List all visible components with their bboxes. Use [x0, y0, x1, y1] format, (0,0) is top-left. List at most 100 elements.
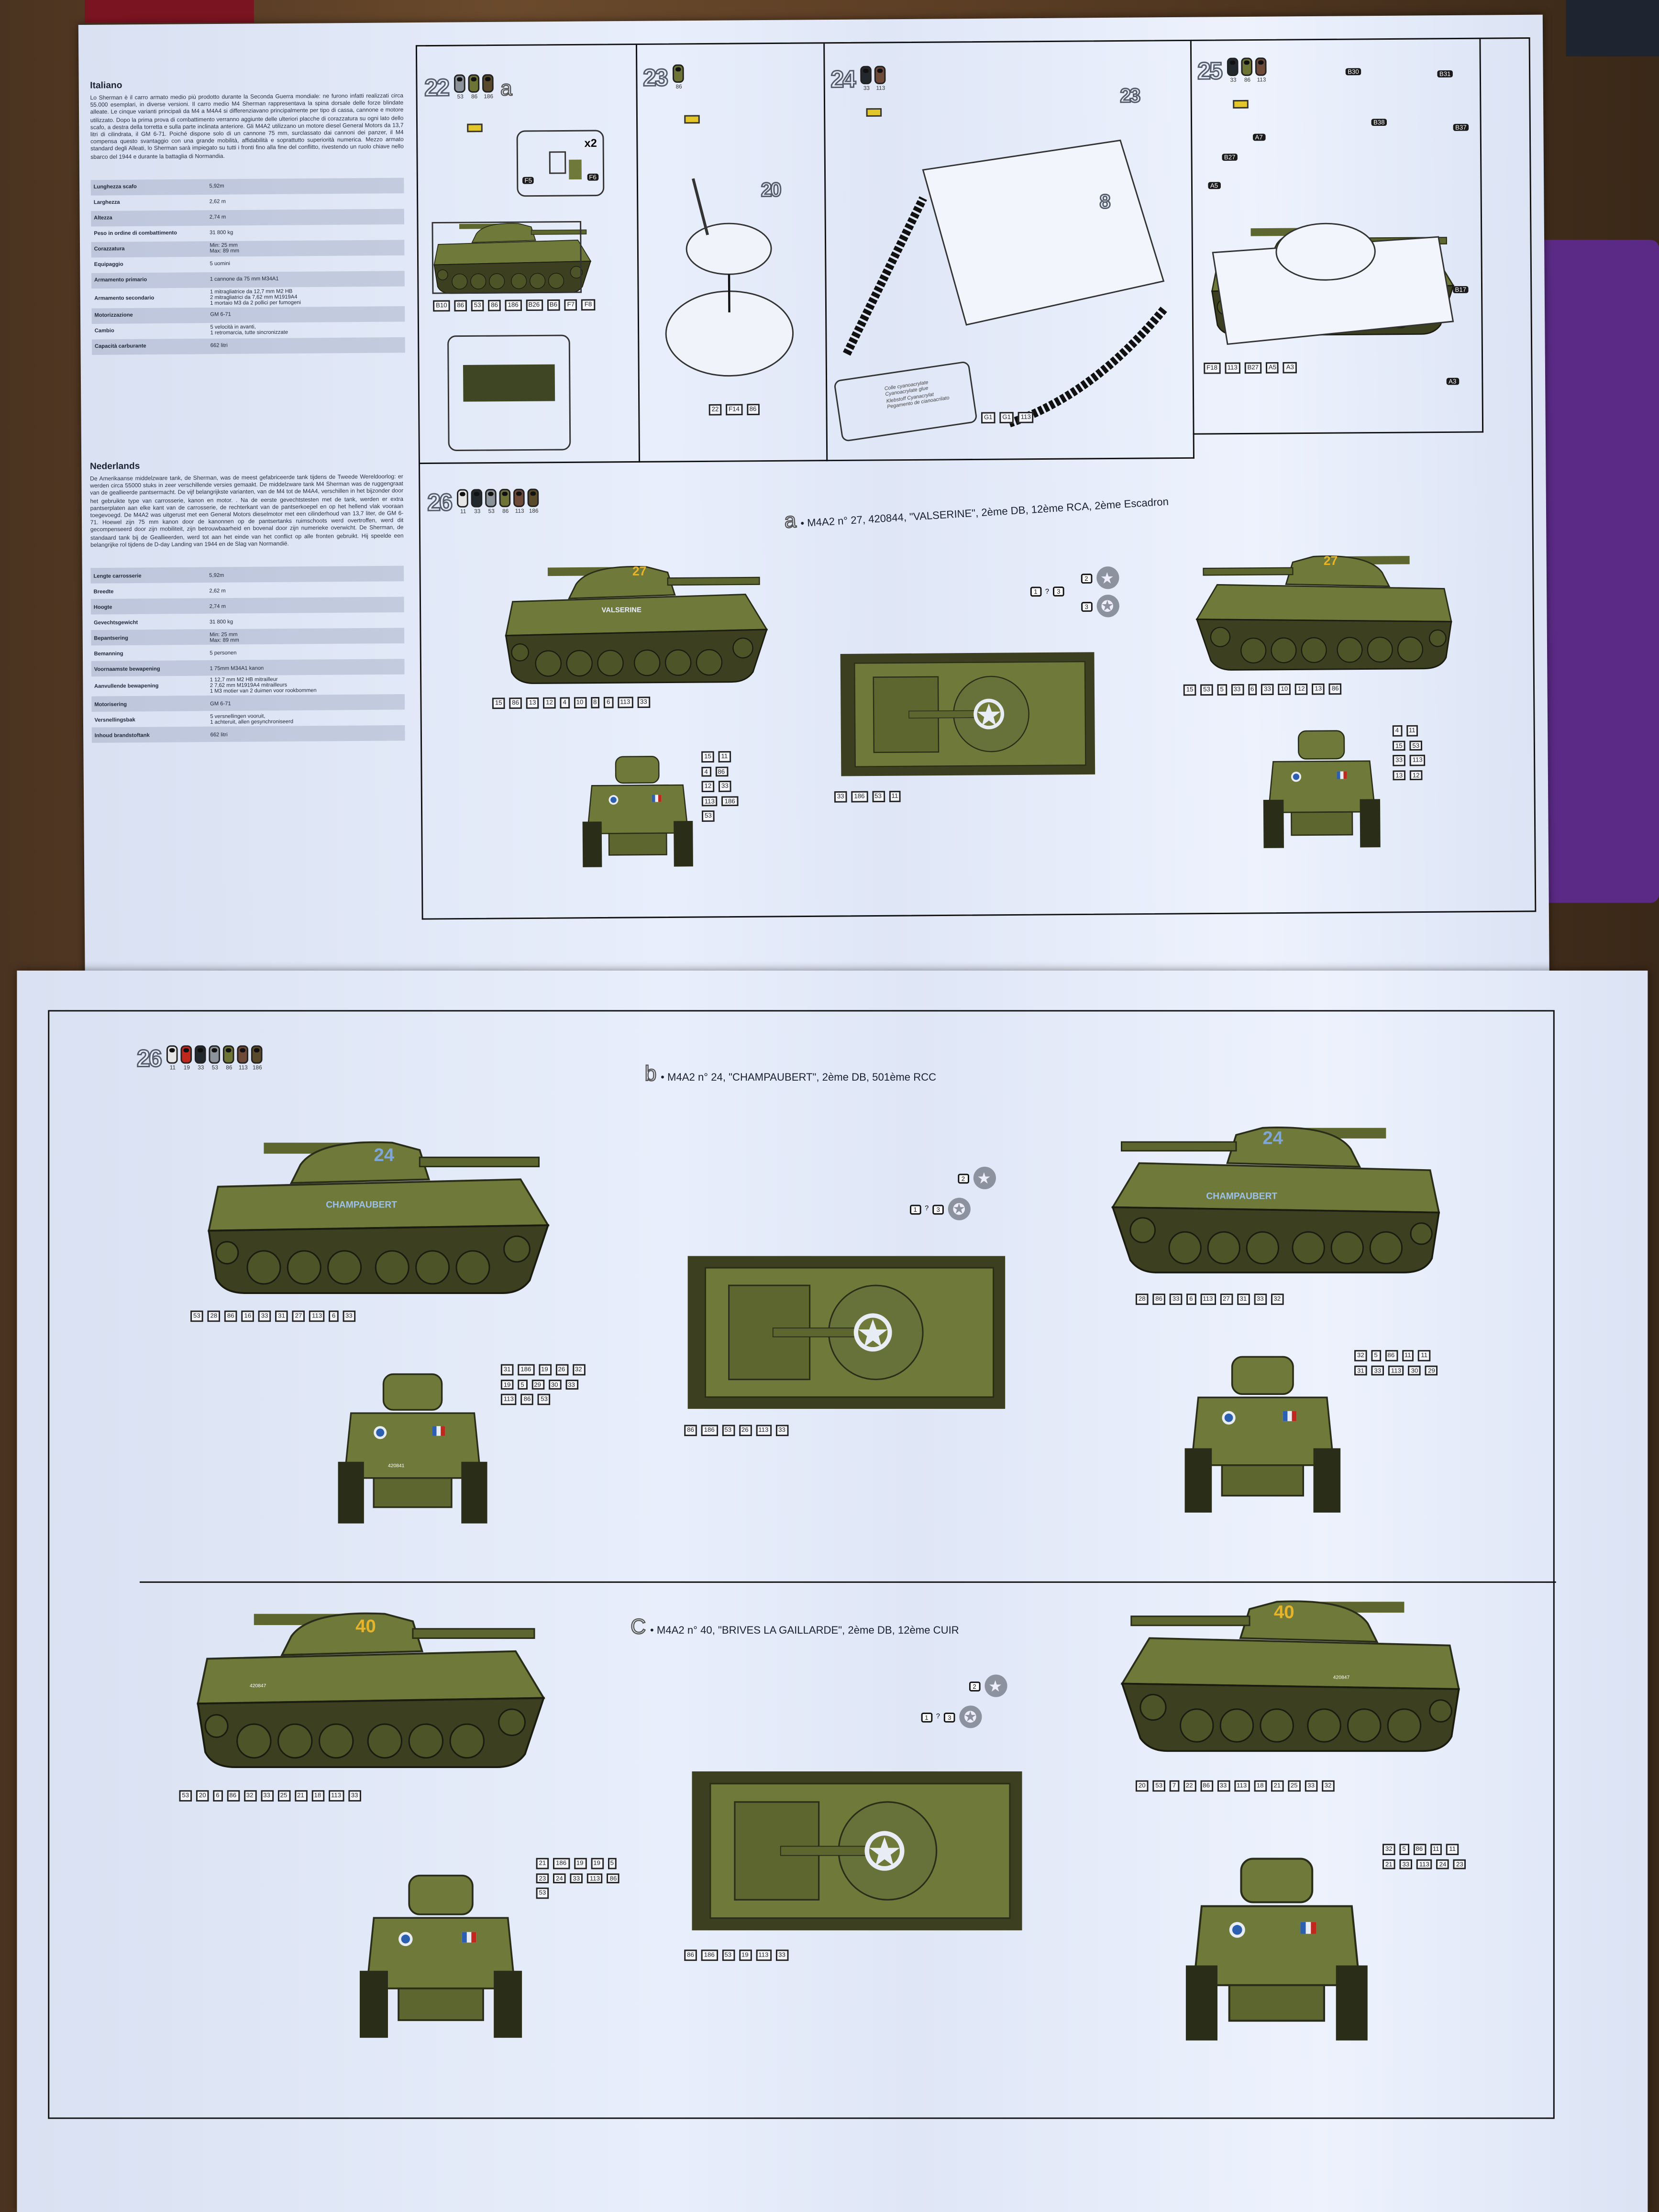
callout-number: 12 [1409, 769, 1423, 780]
callout-number: 19 [500, 1379, 514, 1390]
serial-marking: 420841 [387, 1463, 405, 1469]
callout-number: 53 [536, 1887, 549, 1898]
turret-assembly-drawing [665, 178, 794, 377]
callout-number: 186 [701, 1949, 718, 1960]
paint-code: 86 [471, 92, 478, 100]
callout-number: 53 [721, 1949, 735, 1960]
tank-front-silhouette [1254, 725, 1389, 853]
decal-ref: 3 [944, 1712, 955, 1722]
turret-number: 40 [355, 1615, 376, 1637]
callout-number: 32 [1354, 1350, 1367, 1361]
decal-option-group: 2★ 1?3✪ [921, 1674, 1007, 1728]
paint-code: 113 [876, 84, 885, 91]
paint-code: 86 [675, 82, 682, 90]
callout-number: 22 [1183, 1780, 1196, 1791]
callout-number: B6 [546, 299, 560, 310]
decal-ref: 3 [1053, 586, 1064, 597]
star-roundel-icon: ✪ [1096, 594, 1119, 618]
tank-top-silhouette [833, 643, 1102, 786]
callout-number: B27 [1244, 362, 1262, 373]
decal-ref: 3 [1081, 601, 1092, 611]
callout-number: 86 [520, 1394, 534, 1405]
paint-jar-icon [209, 1045, 221, 1064]
paint-pot: 53 [486, 489, 497, 514]
callout-number: 12 [1294, 683, 1308, 695]
step-number: 22 [424, 74, 449, 102]
callout-number: 21 [1271, 1780, 1284, 1791]
scheme-caption-a: a• M4A2 n° 27, 420844, "VALSERINE", 2ème… [783, 487, 1169, 534]
hull-track-drawing [842, 139, 1167, 428]
callout-number: 15 [492, 697, 505, 708]
subassembly-ref: 8 [1099, 189, 1110, 213]
spec-value: 5,92m [209, 184, 224, 190]
callout-number: 16 [241, 1310, 254, 1321]
callout-number: 26 [738, 1425, 752, 1436]
tank-front-silhouette [1178, 1350, 1347, 1519]
callout-number: 5 [518, 1379, 527, 1390]
spec-value: 662 litri [210, 731, 228, 737]
spec-label: Cambio [94, 328, 114, 334]
name-marking: CHAMPAUBERT [1206, 1192, 1278, 1202]
step-number: 23 [642, 64, 668, 92]
callout-number: 32 [1271, 1294, 1284, 1305]
part-label: F5 [522, 177, 534, 184]
turret-number: 40 [1273, 1601, 1294, 1623]
hatch-part-icon [549, 151, 566, 174]
callout-number: 113 [309, 1310, 325, 1321]
callout-number: 32 [1321, 1780, 1335, 1791]
callout-number: 86 [1413, 1844, 1426, 1855]
spec-value: 662 litri [210, 343, 228, 349]
scheme-letter: b [644, 1062, 657, 1086]
scheme-letter: a [783, 508, 797, 534]
spec-value: Min: 25 mm Max: 89 mm [210, 243, 240, 254]
paint-code: 11 [460, 507, 466, 515]
spec-value: GM 6-71 [210, 700, 231, 707]
callout-number: F14 [726, 404, 742, 415]
callout-number: 113 [1388, 1365, 1404, 1376]
callout-number: 11 [1429, 1844, 1442, 1855]
callout-number: 86 [746, 404, 760, 415]
turret-number: 27 [632, 564, 647, 578]
instruction-sheet-upper: Italiano Lo Sherman è il carro armato me… [78, 14, 1550, 1024]
callout-number: 113 [500, 1394, 517, 1405]
paint-code: 186 [484, 92, 494, 100]
callout-number: 5 [607, 1858, 617, 1869]
spec-label: Gevechtsgewicht [94, 619, 138, 625]
spec-value: Min: 25 mm Max: 89 mm [210, 631, 239, 643]
callout-number: 30 [1408, 1365, 1421, 1376]
callout-number: 21 [536, 1858, 549, 1869]
callout-number: 13 [526, 697, 539, 708]
star-roundel-icon: ★ [973, 1166, 995, 1190]
callout-number: 86 [454, 300, 467, 311]
spec-value: 31 800 kg [209, 618, 233, 625]
callout-number: 26 [555, 1364, 568, 1375]
callout-number: 29 [1425, 1365, 1438, 1376]
callout-number: 33 [570, 1872, 583, 1883]
dark-object [1566, 0, 1659, 56]
glue-icon [684, 115, 700, 124]
callout-number: 33 [1217, 1780, 1230, 1791]
callout-number: 33 [775, 1949, 788, 1960]
paint-jar-icon [252, 1045, 263, 1064]
roundel-options: 2★ 3✪ [1081, 566, 1119, 618]
callout-number: 27 [292, 1310, 305, 1321]
paint-code: 86 [502, 507, 509, 515]
